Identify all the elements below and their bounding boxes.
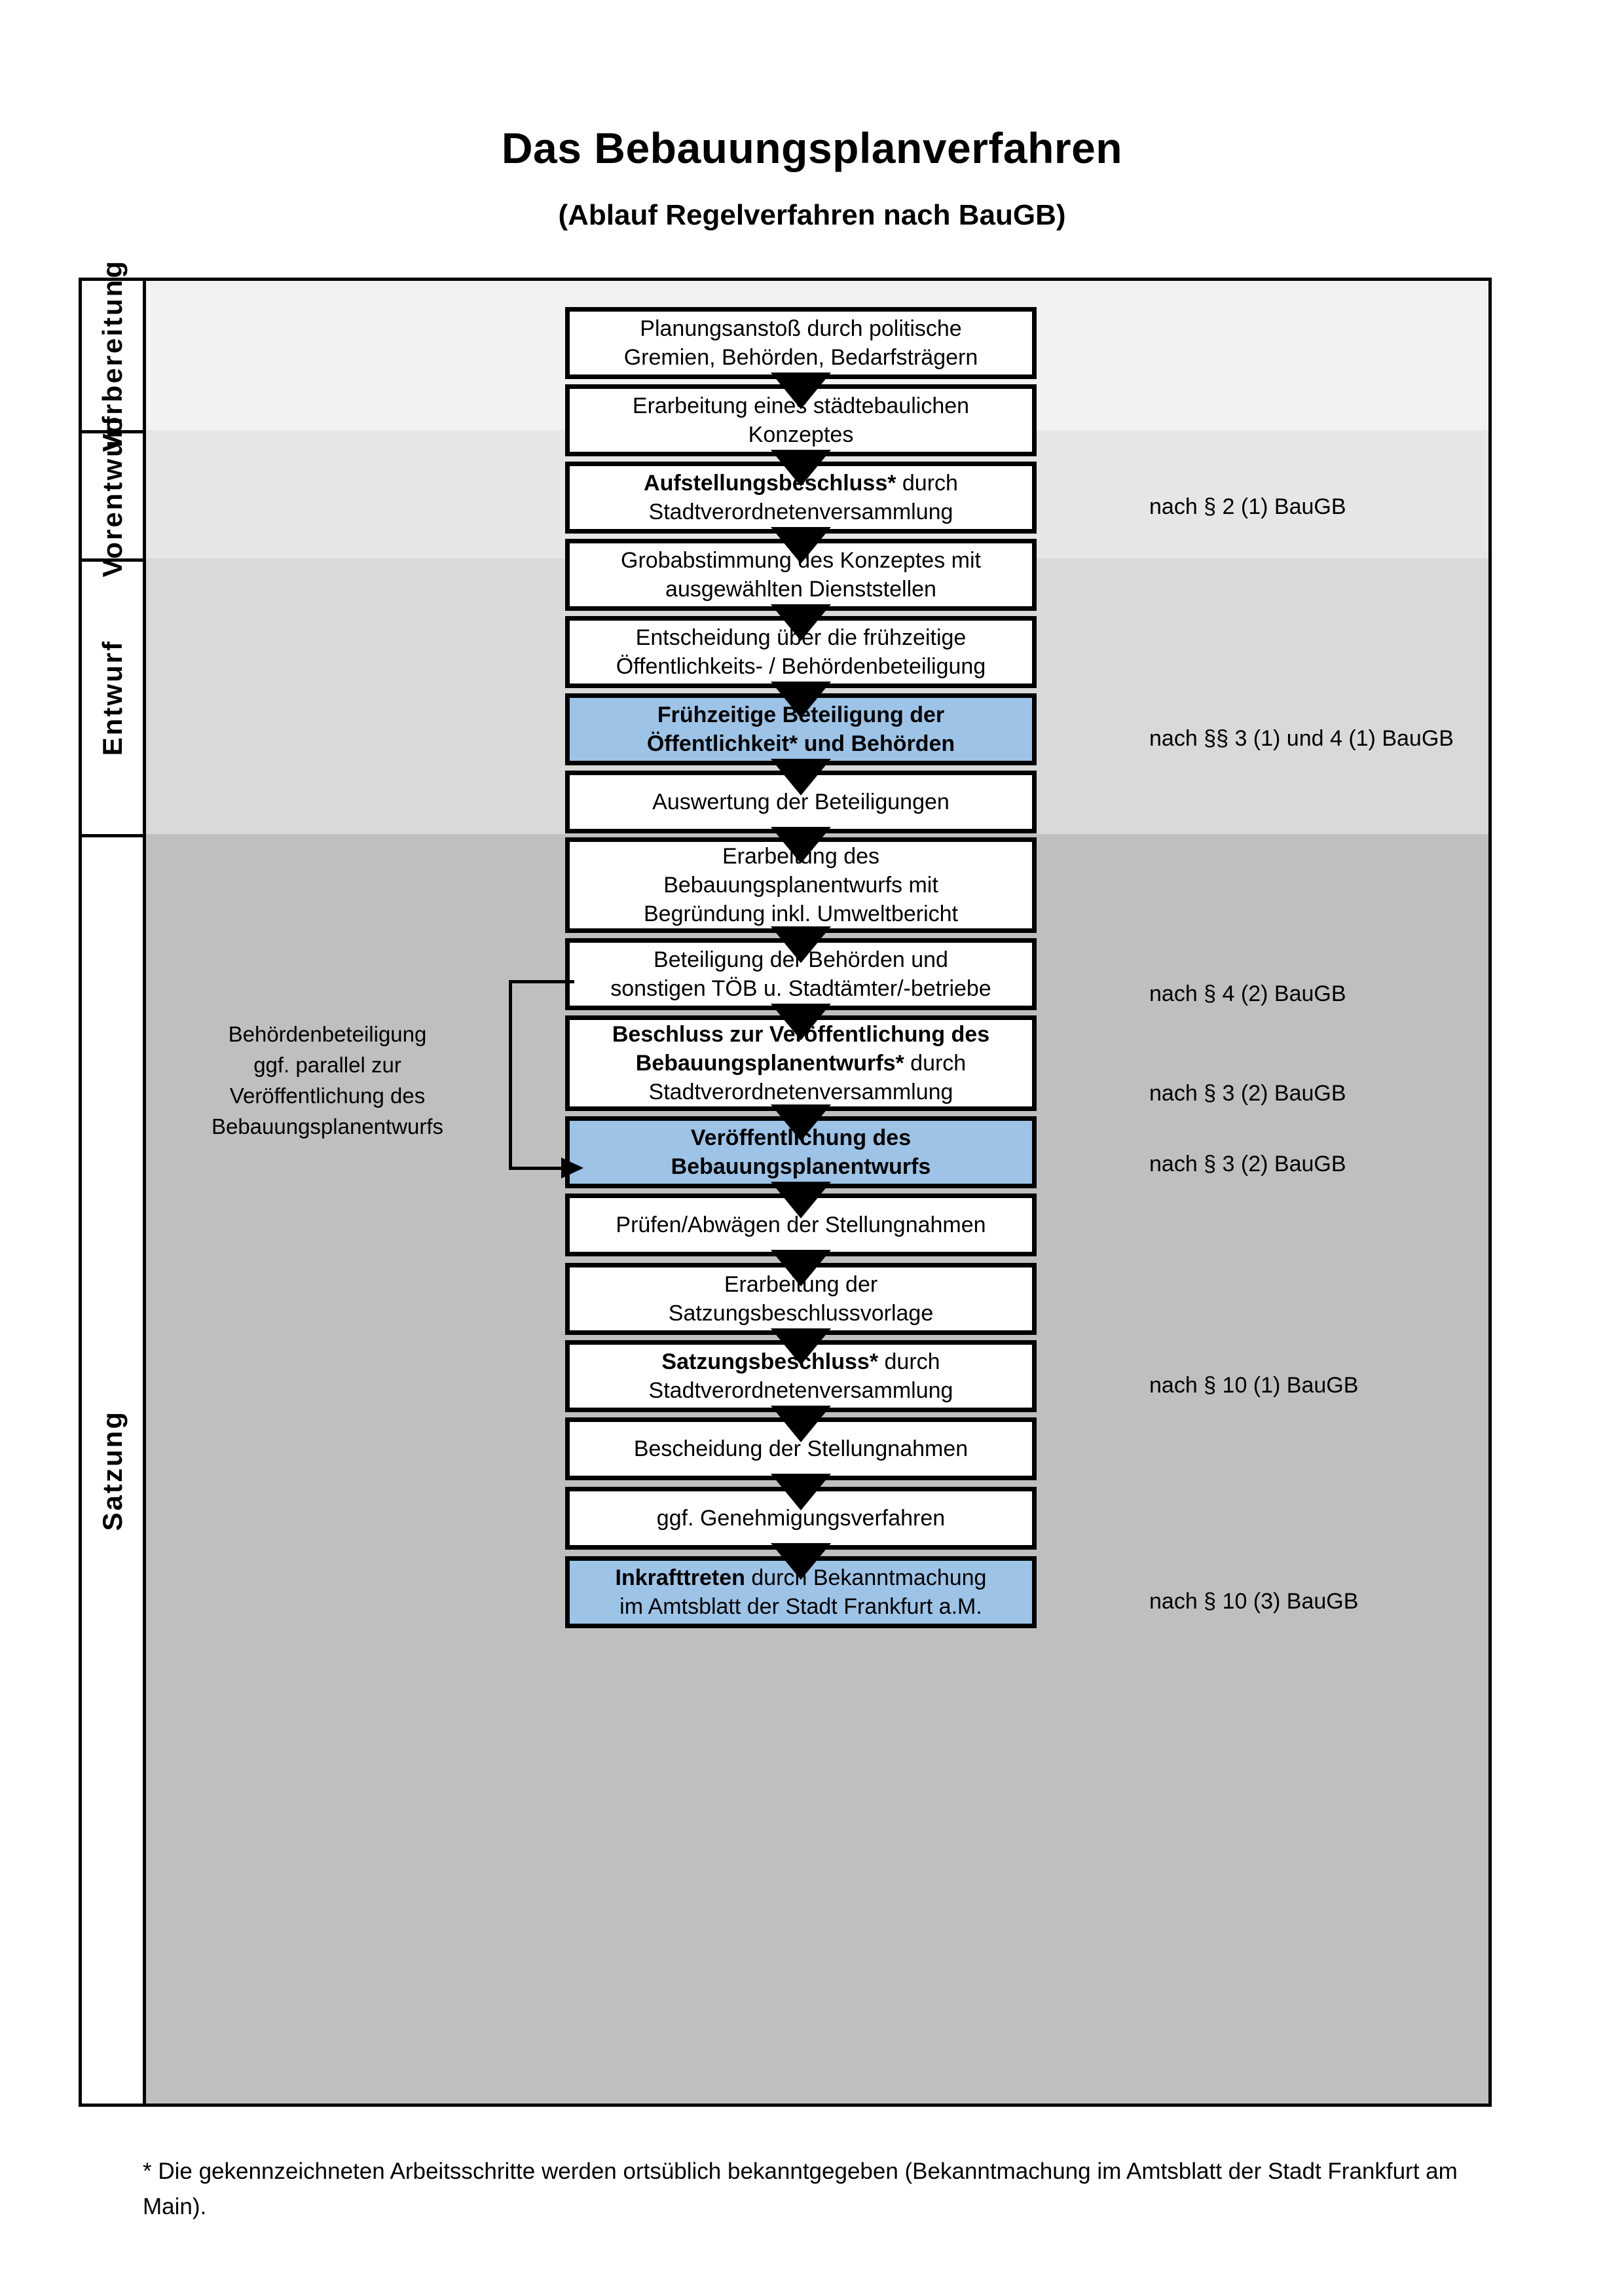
legal-ref-10-3: nach § 10 (3) BauGB <box>1149 1589 1359 1614</box>
arrow-down-icon <box>771 1182 831 1218</box>
phase-label-entwurf: Entwurf <box>96 640 128 756</box>
arrow-down-icon <box>771 827 831 864</box>
phase-label-vorentwurf: Vorentwurf <box>96 414 128 577</box>
legal-ref-2-1: nach § 2 (1) BauGB <box>1149 494 1346 519</box>
legal-ref-4-2: nach § 4 (2) BauGB <box>1149 981 1346 1006</box>
phase-label-satzung: Satzung <box>96 1410 128 1531</box>
arrow-down-icon <box>771 1328 831 1365</box>
phase-cell-vorentwurf: Vorentwurf <box>82 414 143 577</box>
phase-label-column: Vorbereitung Vorentwurf Entwurf Satzung <box>82 259 146 2104</box>
legal-ref-10-1: nach § 10 (1) BauGB <box>1149 1373 1359 1398</box>
arrow-down-icon <box>771 1543 831 1580</box>
arrow-down-icon <box>771 1474 831 1510</box>
process-flow-diagram: Vorbereitung Vorentwurf Entwurf Satzung … <box>79 259 1492 2107</box>
arrow-down-icon <box>771 450 831 486</box>
page-header: Das Bebauungsplanverfahren (Ablauf Regel… <box>0 0 1624 231</box>
page-title: Das Bebauungsplanverfahren <box>501 124 1123 172</box>
arrow-down-icon <box>771 682 831 718</box>
bypass-segment-vertical <box>509 980 512 1170</box>
legal-ref-3-2-b: nach § 3 (2) BauGB <box>1149 1152 1346 1176</box>
phase-cell-entwurf: Entwurf <box>82 558 143 834</box>
bypass-segment-bottom <box>509 1167 566 1170</box>
arrow-down-icon <box>771 604 831 641</box>
side-note-behoerdenbeteiligung: Behördenbeteiligung ggf. parallel zur Ve… <box>211 1022 444 1139</box>
arrow-down-icon <box>771 1406 831 1442</box>
arrow-down-icon <box>771 926 831 963</box>
legal-ref-3-2-a: nach § 3 (2) BauGB <box>1149 1081 1346 1106</box>
phase-cell-vorbereitung: Vorbereitung <box>82 259 143 452</box>
arrow-down-icon <box>771 1104 831 1141</box>
arrow-down-icon <box>771 1250 831 1286</box>
footnote: * Die gekennzeichneten Arbeitsschritte w… <box>143 2159 1458 2220</box>
arrow-down-icon <box>771 1004 831 1040</box>
bypass-connector <box>509 980 583 1178</box>
arrow-right-icon <box>561 1157 583 1178</box>
bypass-segment-top <box>509 980 574 983</box>
arrow-down-icon <box>771 373 831 409</box>
phase-cell-satzung: Satzung <box>82 834 143 2104</box>
arrow-down-icon <box>771 759 831 795</box>
arrow-down-icon <box>771 527 831 564</box>
page-subtitle: (Ablauf Regelverfahren nach BauGB) <box>558 198 1066 231</box>
legal-ref-3-1-4-1: nach §§ 3 (1) und 4 (1) BauGB <box>1149 726 1454 751</box>
